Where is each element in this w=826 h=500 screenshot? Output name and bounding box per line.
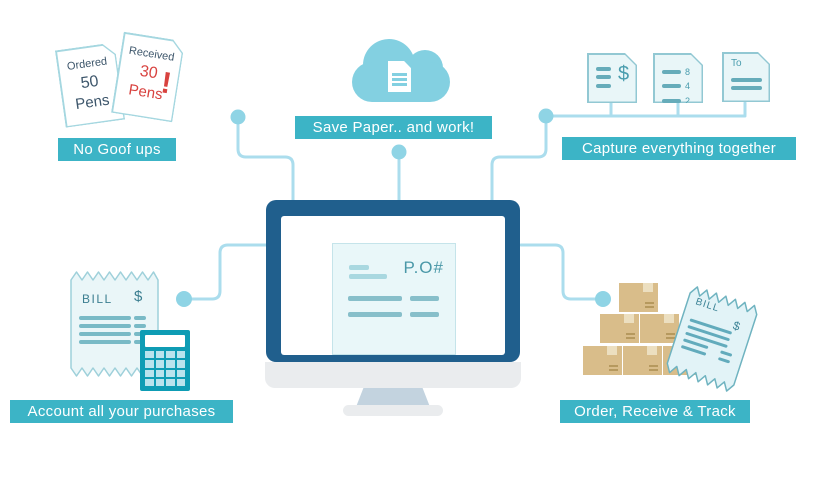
badge-capture-everything: Capture everything together xyxy=(562,137,796,160)
received-note: ! Received 30 Pens xyxy=(111,32,185,123)
cloud-icon xyxy=(352,37,450,102)
po-header-line xyxy=(349,274,387,279)
address-doc-icon: To xyxy=(722,52,770,102)
connector-dot xyxy=(391,144,407,160)
quantity-doc-icon: 8 4 2 xyxy=(653,53,703,103)
connector-top-left xyxy=(236,123,295,202)
calculator-icon xyxy=(140,330,190,391)
monitor-base xyxy=(343,405,443,416)
document-icon xyxy=(388,61,411,92)
ordered-qty: 50 xyxy=(79,72,100,93)
calculator-keys xyxy=(145,351,185,386)
monitor-chin xyxy=(265,362,521,388)
quantity-value: 2 xyxy=(685,95,691,106)
connector-dot xyxy=(176,291,192,307)
po-number-label: P.O# xyxy=(403,258,444,277)
connector-bottom-right xyxy=(519,243,598,301)
quantity-value: 8 xyxy=(685,66,691,77)
po-body-line xyxy=(348,312,402,317)
ordered-title: Ordered xyxy=(66,55,108,73)
connector-top-right xyxy=(490,122,548,202)
badge-save-paper: Save Paper.. and work! xyxy=(295,116,492,139)
to-label: To xyxy=(731,58,742,69)
box-icon xyxy=(600,314,639,343)
badge-no-goof-ups: No Goof ups xyxy=(58,138,176,161)
ordered-unit: Pens xyxy=(74,91,111,114)
po-header-line xyxy=(349,265,369,270)
connector-dot xyxy=(230,109,246,125)
connector-dot xyxy=(595,291,611,307)
box-icon xyxy=(623,346,662,375)
box-icon xyxy=(619,283,658,312)
tilted-bill-icon: BILL $ xyxy=(663,283,761,395)
invoice-doc-icon: $ xyxy=(587,53,637,103)
badge-account-purchases: Account all your purchases xyxy=(10,400,233,423)
received-qty: 30 xyxy=(138,62,159,83)
received-title: Received xyxy=(128,44,176,64)
badge-order-receive-track: Order, Receive & Track xyxy=(560,400,750,423)
connector-doc-bus xyxy=(544,101,747,118)
po-body-line xyxy=(348,296,402,301)
dollar-icon: $ xyxy=(134,288,143,305)
ordered-note: Ordered 50 Pens xyxy=(55,42,125,128)
po-body-line xyxy=(410,312,439,317)
connector-dot xyxy=(538,108,554,124)
po-body-line xyxy=(410,296,439,301)
bill-title: BILL xyxy=(82,292,113,306)
purchase-order-document: P.O# xyxy=(332,243,456,355)
box-icon xyxy=(583,346,622,375)
dollar-icon: $ xyxy=(618,63,630,85)
bill-receipt-icon: BILL $ xyxy=(70,269,159,379)
box-icon xyxy=(640,314,679,343)
calculator-display xyxy=(145,335,185,347)
monitor-stand xyxy=(356,388,430,407)
connector-bottom-left xyxy=(189,243,268,301)
quantity-value: 4 xyxy=(685,81,691,91)
